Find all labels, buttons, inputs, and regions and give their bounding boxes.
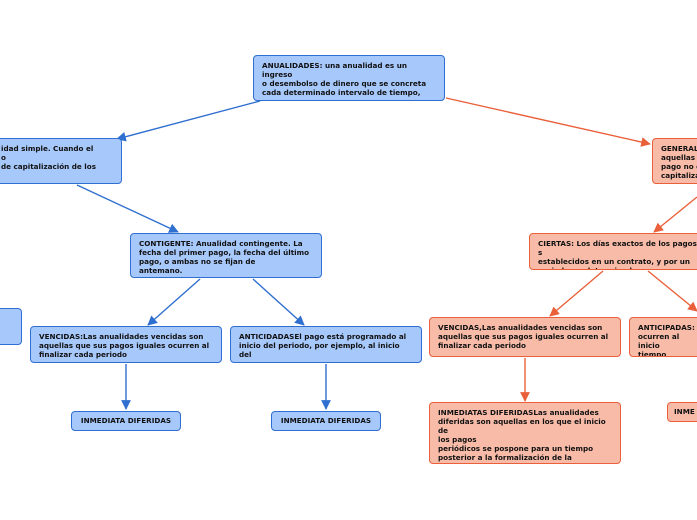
connector-contingente-vencidas: [147, 278, 201, 326]
topic-vencidas-left[interactable]: VENCIDAS:Las anualidades vencidas son aq…: [30, 326, 222, 363]
root-topic-anualidades[interactable]: ANUALIDADES: una anualidad es un ingreso…: [253, 55, 445, 101]
topic-ciertas[interactable]: CIERTAS: Los días exactos de los pagos s…: [529, 233, 697, 270]
topic-inme-partial[interactable]: INME: [667, 402, 697, 422]
topic-anticipadas-right[interactable]: ANTICIPADAS: ocurren al inicio tiempo: [629, 317, 697, 357]
connector-ciertas-anticipadas: [647, 270, 697, 312]
topic-inmediata-diferidas-2[interactable]: INMEDIATA DIFERIDAS: [271, 411, 381, 431]
topic-vencidas-right[interactable]: VENCIDAS,Las anualidades vencidas son aq…: [429, 317, 621, 357]
topic-partial-left[interactable]: [0, 308, 22, 345]
topic-inmediatas-diferidas[interactable]: INMEDIATAS DIFERIDASLas anualidades dife…: [429, 402, 621, 464]
connector-contingente-anticipadas: [252, 278, 305, 326]
connector-ciertas-vencidas: [549, 270, 604, 317]
connector-root-general: [445, 97, 651, 147]
connector-root-simple: [116, 100, 261, 142]
topic-inmediata-diferidas-1[interactable]: INMEDIATA DIFERIDAS: [71, 411, 181, 431]
connector-general-ciertas: [653, 196, 697, 233]
topic-general[interactable]: GENERAL aquellas c pago no c capitaliza: [652, 138, 697, 184]
connector-simple-contingente: [76, 184, 179, 233]
topic-anticipadas-left[interactable]: ANTICIDADASEl pago está programado al in…: [230, 326, 422, 363]
topic-anualidad-simple[interactable]: idad simple. Cuando el o de capitalizaci…: [0, 138, 122, 184]
topic-contingente[interactable]: CONTIGENTE: Anualidad contingente. La fe…: [130, 233, 322, 278]
